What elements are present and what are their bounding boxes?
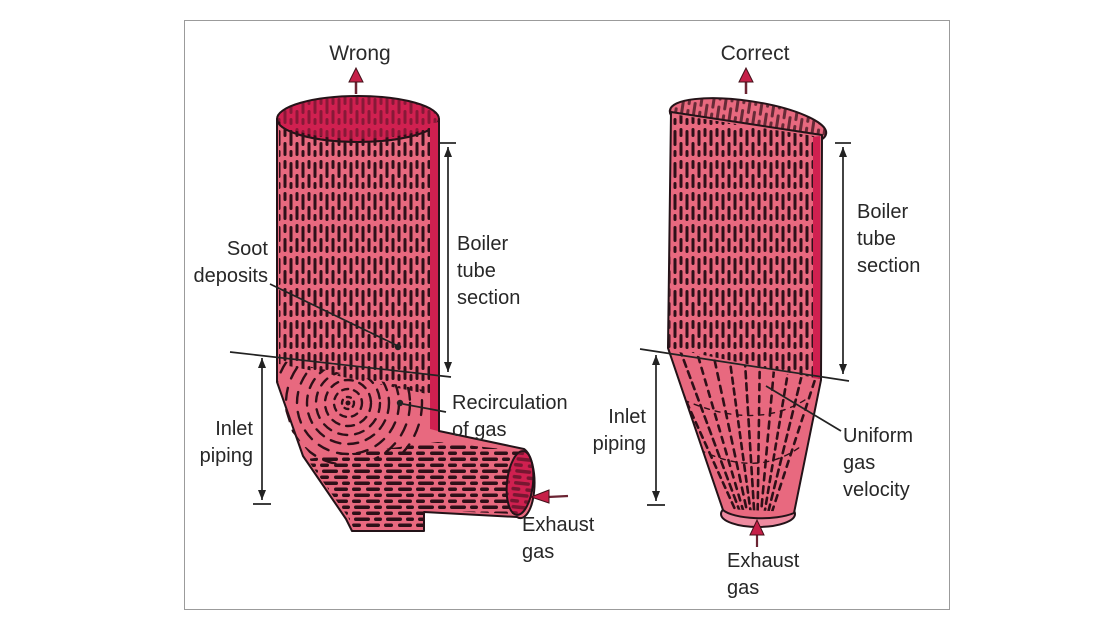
right-exhaust-gas-label: Exhaust gas bbox=[727, 550, 800, 599]
correct-title: Correct bbox=[720, 42, 790, 65]
uniform-gas-velocity-label: Uniform gas velocity bbox=[843, 425, 914, 501]
correct-boiler-body bbox=[667, 97, 828, 528]
left-inlet-piping-label: Inlet piping bbox=[199, 418, 253, 467]
soot-deposits-label: Soot deposits bbox=[193, 238, 269, 287]
wrong-flow-arrows bbox=[348, 66, 569, 504]
wrong-title: Wrong bbox=[329, 42, 391, 65]
correct-annotations bbox=[639, 142, 851, 506]
right-inlet-piping-label: Inlet piping bbox=[592, 406, 646, 455]
left-exhaust-gas-label: Exhaust gas bbox=[522, 514, 595, 563]
correct-flow-arrows bbox=[738, 66, 765, 547]
left-boiler-tube-section-label: Boiler tube section bbox=[457, 233, 521, 309]
wrong-annotations bbox=[229, 142, 456, 505]
right-boiler-tube-section-label: Boiler tube section bbox=[857, 201, 921, 277]
wrong-boiler-body bbox=[276, 95, 536, 532]
recirculation-of-gas-label: Recirculation of gas bbox=[452, 392, 568, 441]
